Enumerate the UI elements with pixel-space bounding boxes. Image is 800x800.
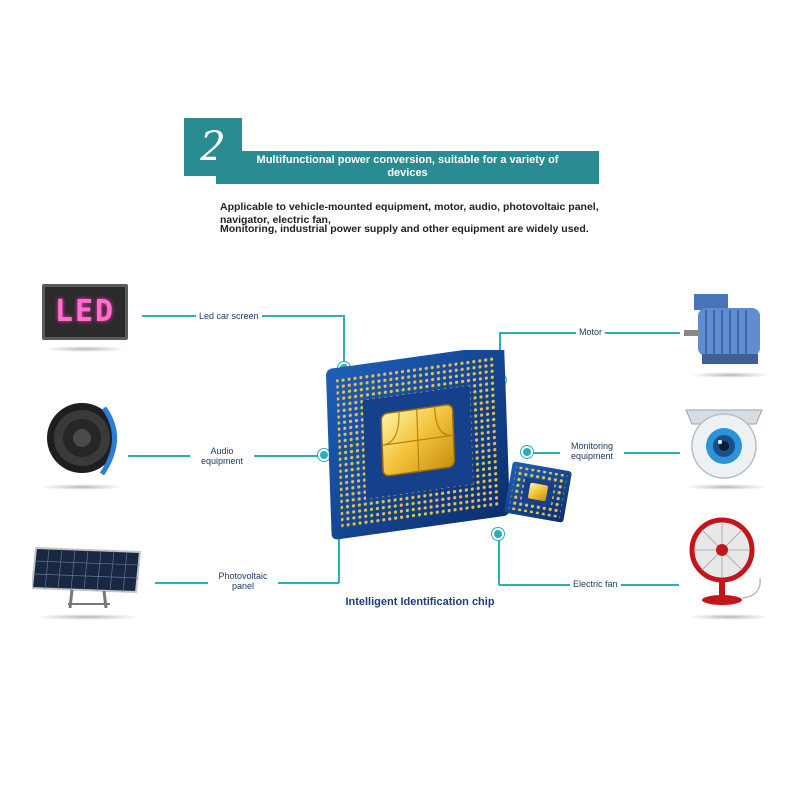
motor-image — [684, 294, 760, 364]
section-number-badge: 2 — [184, 118, 242, 176]
chip-illustration — [326, 350, 572, 540]
led-shadow — [44, 346, 126, 352]
speaker-image — [47, 403, 117, 476]
led-screen-image: LED — [42, 284, 128, 340]
label-led: Led car screen — [196, 311, 262, 321]
fan-shadow — [688, 614, 770, 620]
description-line-1: Applicable to vehicle-mounted equipment,… — [220, 201, 599, 226]
connector-dot-camera — [521, 446, 533, 458]
solar-shadow — [34, 614, 140, 620]
section-title: Multifunctional power conversion, suitab… — [256, 154, 559, 179]
label-solar: Photovoltaic panel — [208, 571, 278, 591]
speaker-shadow — [40, 484, 124, 490]
label-fan: Electric fan — [570, 579, 621, 589]
connector-solar-vertical — [338, 530, 340, 583]
section-description: Applicable to vehicle-mounted equipment,… — [220, 201, 640, 240]
label-camera: Monitoring equipment — [560, 441, 624, 461]
connector-dot-fan — [492, 528, 504, 540]
camera-shadow — [684, 484, 768, 490]
electric-fan-image — [689, 517, 761, 605]
solar-panel-image — [32, 546, 142, 609]
led-display-text: LED — [54, 294, 116, 329]
connector-fan-vertical — [498, 535, 500, 585]
label-motor: Motor — [576, 327, 606, 337]
label-audio: Audio equipment — [190, 446, 254, 466]
motor-shadow — [690, 372, 770, 378]
camera-image — [685, 409, 763, 479]
section-title-bar: Multifunctional power conversion, suitab… — [216, 151, 599, 184]
description-line-2: Monitoring, industrial power supply and … — [220, 223, 589, 235]
connector-led-vertical — [343, 315, 345, 368]
chip-label: Intelligent Identification chip — [345, 596, 495, 608]
